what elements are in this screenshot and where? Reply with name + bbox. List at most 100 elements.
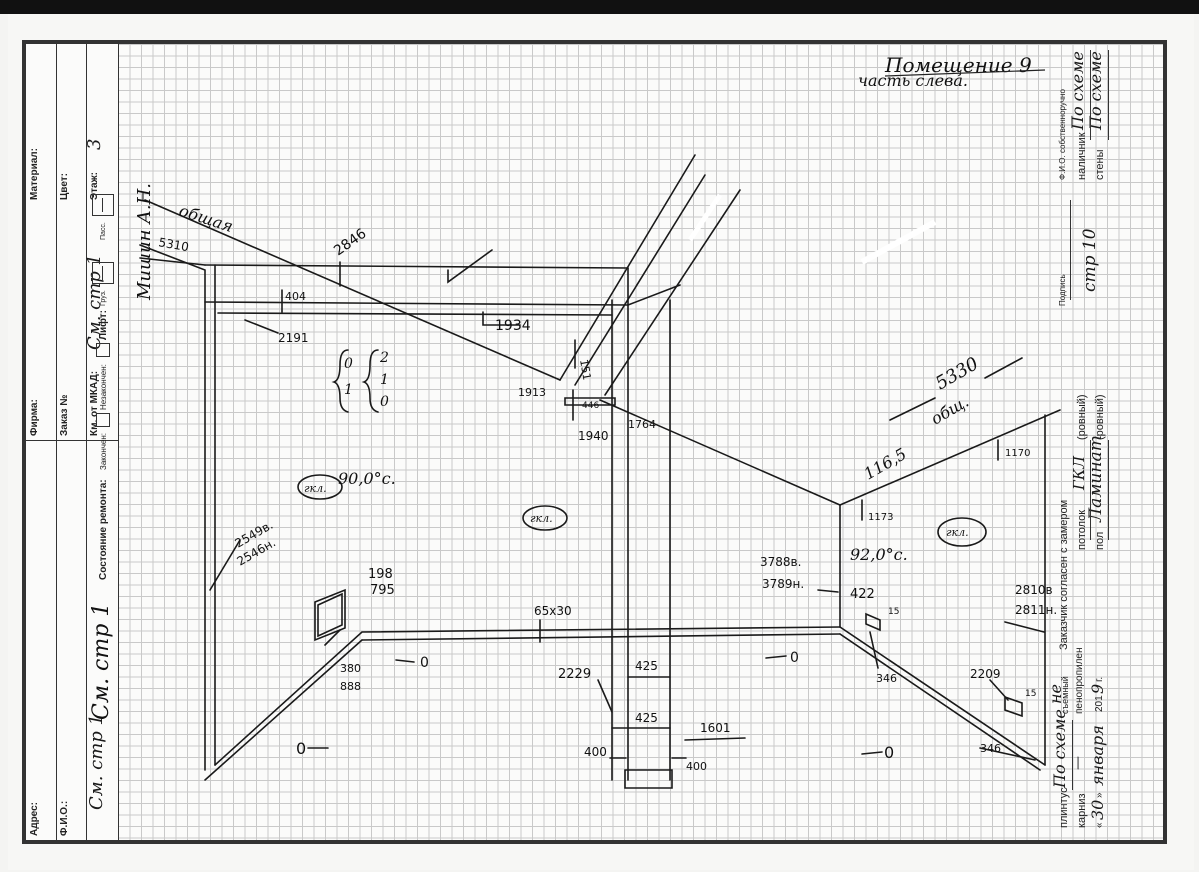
inspector-group: Мишин А.Н. xyxy=(134,183,155,301)
right-ceiling-line xyxy=(839,409,1061,506)
label-brace-right-1: 2 xyxy=(379,350,389,366)
dimension-labels: общая 5310 2846 404 2191 1934 15 1 1913 4… xyxy=(157,201,1057,773)
label-400-right: 400 xyxy=(686,760,707,773)
title-block: Адрес: Фирма: Материал: Ф.И.О.: Заказ № … xyxy=(26,44,119,840)
dim-arrow-5330 xyxy=(889,397,936,421)
socket-right-1 xyxy=(865,612,881,632)
label-1913: 1913 xyxy=(518,386,546,399)
label-gkl-left: гкл. xyxy=(304,482,327,495)
dim-arrow-346-a xyxy=(869,631,879,669)
sketch-lines xyxy=(139,154,1061,789)
label-1173: 1173 xyxy=(868,512,893,523)
inspector-name: Мишин А.Н. xyxy=(134,183,155,301)
left-wall-outline xyxy=(139,244,206,771)
socket-box-left xyxy=(314,588,346,642)
dim-arrow-2191 xyxy=(244,319,279,334)
dim-line-5330 xyxy=(984,357,1023,379)
column-base-box xyxy=(624,769,673,789)
floor-line-right xyxy=(839,626,1046,766)
scan-smudge-2 xyxy=(860,219,937,265)
dim-arrow-2209 xyxy=(989,679,1009,701)
label-1934: 1934 xyxy=(495,318,531,334)
label-2191: 2191 xyxy=(278,331,309,345)
socket-box-left-inner xyxy=(317,592,343,638)
label-5330: 5330 xyxy=(932,353,982,394)
label-3788: 3788в. xyxy=(760,555,801,569)
ceiling-diagonal-right xyxy=(599,399,841,506)
label-brace-right-2: 1 xyxy=(380,372,389,388)
label-overall-top: общая xyxy=(177,201,236,236)
label-floor-0b: 0 xyxy=(790,650,799,666)
left-margin-text: См. стр 1 xyxy=(89,603,114,720)
label-floor-0d: 0 xyxy=(884,743,894,762)
dim-arrow-1934 xyxy=(482,311,521,326)
label-422: 422 xyxy=(850,587,875,602)
ceiling-line-top xyxy=(204,264,629,269)
label-1764: 1764 xyxy=(628,418,656,431)
dim-arrow-2810 xyxy=(1004,621,1045,633)
label-2209: 2209 xyxy=(970,667,1001,681)
label-2846: 2846 xyxy=(331,226,369,260)
label-3789: 3789н. xyxy=(762,577,804,591)
scan-edge xyxy=(0,0,1199,14)
label-2811: 2811н. xyxy=(1015,603,1057,617)
ceiling-diagonal-left xyxy=(144,199,561,381)
label-2810: 2810в xyxy=(1015,583,1053,597)
label-brace-right-3: 0 xyxy=(380,394,389,410)
label-2229: 2229 xyxy=(558,667,591,682)
gkl-oval-center xyxy=(522,505,568,531)
label-1940: 1940 xyxy=(578,429,609,443)
label-floor-0c: 0 xyxy=(296,739,306,758)
label-1601: 1601 xyxy=(700,721,731,735)
label-angle-left: 90,0°с. xyxy=(338,469,396,488)
dim-arrow-2549 xyxy=(209,539,241,591)
floor-line-front xyxy=(361,633,841,641)
brace-left xyxy=(331,349,349,413)
label-400-left: 400 xyxy=(584,745,607,759)
label-15-b: 15 xyxy=(1025,689,1036,699)
perspective-line-1 xyxy=(559,154,696,381)
label-floor-0a: 0 xyxy=(420,655,429,671)
dim-arrow-5310 xyxy=(139,257,206,266)
dim-arrow-380 xyxy=(324,629,341,646)
ceiling-line-low xyxy=(217,312,613,316)
gkl-oval-left xyxy=(297,474,343,500)
label-795: 795 xyxy=(370,583,395,598)
label-angle-right: 92,0°с. xyxy=(850,545,908,564)
label-1170: 1170 xyxy=(1005,448,1030,459)
floor-marker-4 xyxy=(861,751,883,755)
label-346-b: 346 xyxy=(980,742,1001,755)
floor-marker-2 xyxy=(765,655,787,659)
gkl-oval-right xyxy=(937,517,987,547)
label-425-top: 425 xyxy=(635,659,658,673)
socket-right-2 xyxy=(1004,695,1023,718)
label-425-bottom: 425 xyxy=(635,711,658,725)
label-gkl-center: гкл. xyxy=(530,512,553,525)
label-346-a: 346 xyxy=(876,672,897,685)
label-380: 380 xyxy=(340,662,361,675)
brace-right xyxy=(361,349,379,413)
perspective-line-4 xyxy=(627,284,681,306)
dim-line-top xyxy=(447,249,493,284)
label-gkl-right: гкл. xyxy=(946,526,969,539)
floor-line-left-outer xyxy=(204,639,363,781)
dim-arrow-2229 xyxy=(597,679,613,713)
label-5310: 5310 xyxy=(157,235,190,254)
dim-arrow-3788 xyxy=(817,589,839,593)
label-404: 404 xyxy=(285,290,306,303)
perspective-line-3 xyxy=(604,189,741,396)
label-15-a: 15 xyxy=(888,607,899,617)
dim-arrow-1601 xyxy=(684,737,746,741)
label-brace-left-1: 0 xyxy=(344,356,353,372)
label-65x30: 65х30 xyxy=(534,604,572,618)
floor-line-right-outer xyxy=(839,633,1041,771)
label-446: 446 xyxy=(582,401,599,411)
label-overall-right: общ. xyxy=(928,392,973,429)
label-brace-left-2: 1 xyxy=(344,382,353,398)
floor-line-left xyxy=(214,626,841,766)
left-margin-note: См. стр 1 xyxy=(89,603,114,720)
label-888: 888 xyxy=(340,680,361,693)
scan-smudge-1 xyxy=(687,193,723,242)
label-198: 198 xyxy=(368,567,393,582)
dim-arrow-346 xyxy=(979,747,1036,761)
